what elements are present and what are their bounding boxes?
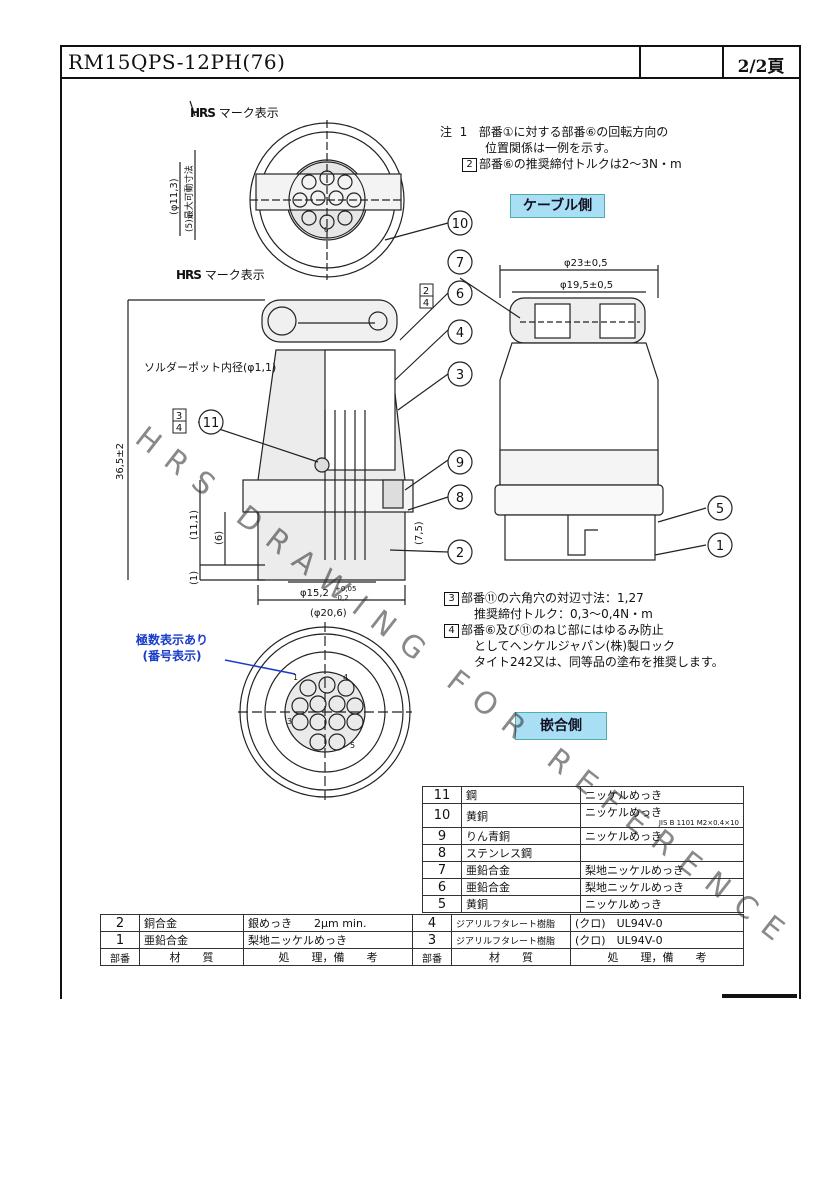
- sheet-corner-mark: [722, 994, 797, 998]
- callout-bubbles: [198, 210, 733, 565]
- top-end-view: [179, 100, 405, 280]
- bom-cell: ステンレス鋼: [461, 844, 581, 862]
- hrs-logo: HRS: [190, 106, 216, 120]
- bom-header-row: 部番 材 質 処 理，備 考 部番 材 質 処 理，備 考: [100, 948, 744, 966]
- drawing-sheet: RM15QPS-12PH(76) 2/2頁: [60, 45, 801, 999]
- polarity-note: 極数表示あり (番号表示): [136, 633, 209, 663]
- pin-label-3: 3: [287, 717, 292, 726]
- callout-4: 4: [456, 326, 464, 341]
- bom-cell: 黄銅: [461, 895, 581, 913]
- box-callout-11-4: 4: [176, 423, 182, 434]
- bom-row-2: 2 銅合金 銀めっき 2μm min. 4 ジアリルフタレート樹脂 (クロ) U…: [100, 914, 744, 932]
- bom-cell: [580, 844, 744, 862]
- callout-6: 6: [456, 287, 464, 302]
- callout-9: 9: [456, 456, 464, 471]
- dim-d19: φ19,5±0,5: [560, 280, 613, 291]
- dim-d152: φ15,2: [300, 588, 329, 599]
- pin-label-4: 4: [343, 673, 348, 682]
- bom-cell: 7: [422, 861, 462, 879]
- bom-cell: ニッケルめっき: [580, 786, 744, 804]
- bom-cell: りん青銅: [461, 827, 581, 845]
- dim-d113: (φ11,3): [169, 178, 180, 215]
- callout-2: 2: [456, 546, 464, 561]
- dim-max-movable: (5)最大可動寸法: [183, 165, 195, 232]
- pin-label-1: 1: [293, 673, 298, 682]
- bom-cell: 梨地ニッケルめっき: [580, 878, 744, 896]
- hrs-logo: HRS: [176, 268, 202, 282]
- part-number-title: RM15QPS-12PH(76): [68, 50, 286, 74]
- bom-table-bottom: 2 銅合金 銀めっき 2μm min. 4 ジアリルフタレート樹脂 (クロ) U…: [100, 914, 744, 966]
- bom-cell: ニッケルめっき: [580, 895, 744, 913]
- dim-h36: 36,5±2: [115, 443, 126, 480]
- right-elevation-view: [494, 265, 664, 561]
- note-1: 注 1 部番①に対する部番⑥の回転方向の 位置関係は一例を示す。: [440, 125, 669, 155]
- title-divider: [639, 47, 641, 77]
- dim-h11: (11,1): [189, 510, 200, 540]
- dim-h1: (1): [189, 571, 200, 585]
- callout-11: 11: [203, 416, 220, 431]
- solder-pot-label: ソルダーポット内径(φ1,1): [144, 361, 277, 374]
- dim-h75: (7,5): [414, 521, 425, 545]
- callout-1: 1: [716, 539, 724, 554]
- box-callout-11-3: 3: [176, 411, 182, 422]
- dim-d152-tol-bot: -0,2: [335, 594, 349, 602]
- dim-h6: (6): [214, 531, 225, 545]
- pin-label-5: 5: [350, 741, 355, 750]
- callout-7: 7: [456, 256, 464, 271]
- page-number: 2/2頁: [737, 57, 785, 77]
- side-section-view: [127, 299, 414, 605]
- bom-cell: 6: [422, 878, 462, 896]
- bom-cell: 黄銅: [461, 803, 581, 828]
- bom-cell: 5: [422, 895, 462, 913]
- pin-label-6: 6: [324, 226, 329, 234]
- bom-cell: 11: [422, 786, 462, 804]
- bom-cell: 10: [422, 803, 462, 828]
- callout-5: 5: [716, 502, 724, 517]
- bom-remark: JIS B 1101 M2×0.4×10: [658, 819, 739, 827]
- dim-d206: (φ20,6): [310, 608, 347, 619]
- callout-3: 3: [456, 368, 464, 383]
- bom-cell: 鋼: [461, 786, 581, 804]
- hrs-mark-label-top: HRS マーク表示: [190, 106, 279, 120]
- bom-row-1: 1 亜鉛合金 梨地ニッケルめっき 3 ジアリルフタレート樹脂 (クロ) UL94…: [100, 931, 744, 949]
- bom-cell: ニッケルめっき: [580, 827, 744, 845]
- bom-cell: 8: [422, 844, 462, 862]
- callout-8: 8: [456, 491, 464, 506]
- box-callout-6-2: 2: [423, 286, 429, 297]
- dim-d152-tol-top: +0,05: [335, 585, 356, 593]
- cable-side-label: ケーブル側: [510, 194, 605, 218]
- bom-cell: 亜鉛合金: [461, 861, 581, 879]
- title-bar: RM15QPS-12PH(76) 2/2頁: [62, 47, 799, 79]
- bom-cell: 9: [422, 827, 462, 845]
- dim-d23: φ23±0,5: [564, 258, 608, 269]
- mating-side-label: 嵌合側: [515, 712, 607, 740]
- callout-leaders: [197, 222, 707, 675]
- box-callout-6-4: 4: [423, 298, 429, 309]
- callout-10: 10: [452, 217, 469, 232]
- bom-cell: 亜鉛合金: [461, 878, 581, 896]
- hrs-mark-label-mid: HRS マーク表示: [176, 268, 265, 282]
- bom-cell: 梨地ニッケルめっき: [580, 861, 744, 879]
- mating-end-view: [238, 622, 412, 800]
- title-divider: [722, 47, 724, 77]
